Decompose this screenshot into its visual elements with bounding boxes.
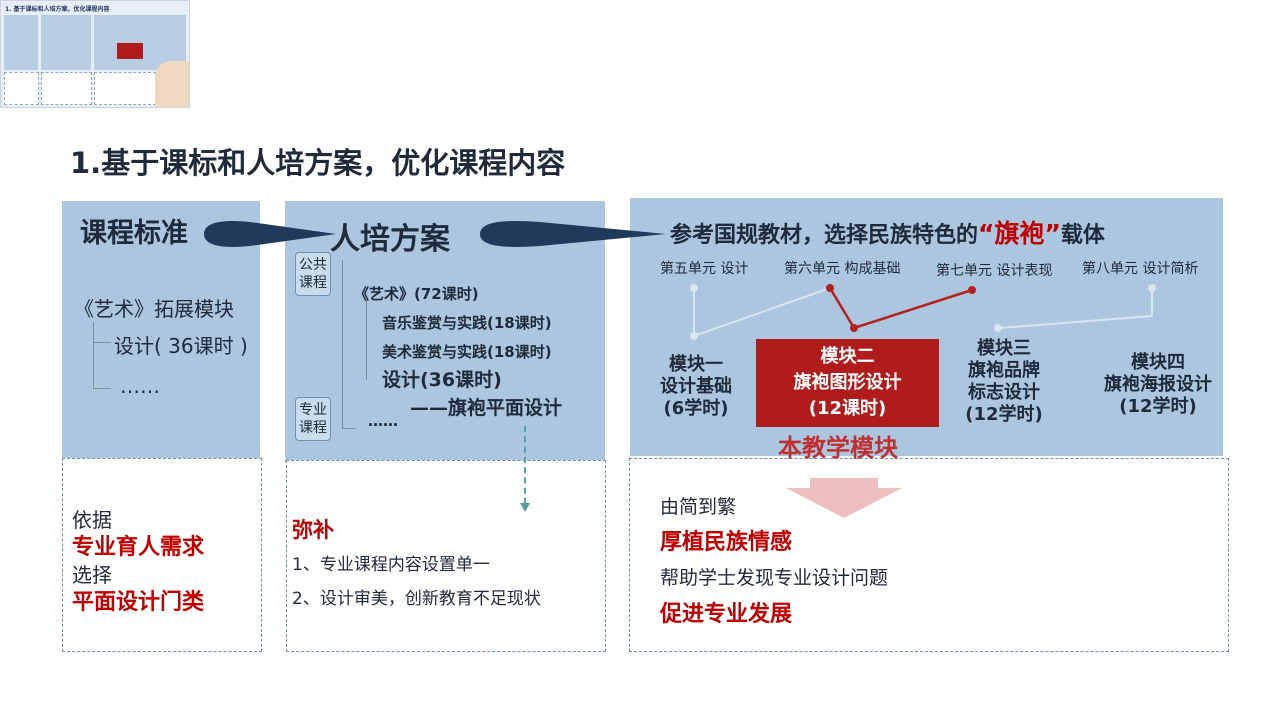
connector-arrow-line: [524, 426, 526, 504]
unit-dot: [690, 332, 698, 340]
unit-dot: [968, 286, 976, 294]
qipao-highlight: “旗袍”: [978, 219, 1061, 248]
fine-art-appreciation: 美术鉴赏与实践(18课时): [382, 343, 552, 361]
connector-wedge-2: [480, 221, 666, 247]
supplement-card: [286, 460, 606, 652]
page-title: 1.基于课标和人培方案，优化课程内容: [70, 146, 566, 180]
unit-dot: [994, 324, 1002, 332]
unit-label: 第八单元 设计简析: [1082, 261, 1199, 277]
module-2: 模块二旗袍图形设计(12课时): [793, 346, 902, 419]
simple-to-complex: 由简到繁: [660, 496, 737, 518]
basis-card: [62, 458, 262, 652]
supplement-item-1: 1、专业课程内容设置单一: [292, 555, 490, 575]
music-appreciation: 音乐鉴赏与实践(18课时): [382, 314, 552, 332]
outcome-card: [629, 458, 1229, 652]
thumb-card-3: [94, 72, 156, 105]
unit-label: 第五单元 设计: [660, 261, 749, 277]
discover-design-issues: 帮助学士发现专业设计问题: [660, 567, 889, 589]
module-1: 模块一设计基础(6学时): [660, 354, 732, 419]
art-extension-module: 《艺术》拓展模块: [74, 297, 234, 321]
art-72-hours: 《艺术》(72课时): [354, 285, 479, 303]
professional-needs: 专业育人需求: [72, 535, 205, 560]
public-course-tag: 公共课程: [295, 252, 331, 296]
thumb-highlight: [117, 43, 143, 59]
tree-line: [93, 322, 94, 388]
course-standard-title: 课程标准: [80, 218, 188, 249]
connector-arrow-head-icon: [520, 503, 530, 512]
this-teaching-module: 本教学模块: [778, 434, 898, 462]
thumb-card-1: [4, 72, 39, 105]
design-36-hours: 设计( 36课时 ): [114, 334, 248, 358]
qipao-graphic-design: ——旗袍平面设计: [410, 397, 563, 419]
thumb-panel-1: [4, 15, 38, 70]
thumb-panel-3: [94, 15, 186, 70]
unit-label: 第七单元 设计表现: [936, 263, 1053, 279]
tree-branch: [342, 428, 356, 429]
unit-label: 第六单元 构成基础: [784, 261, 901, 277]
down-arrow-icon: [786, 478, 902, 518]
module-4: 模块四旗袍海报设计(12学时): [1104, 352, 1212, 417]
tree-branch: [93, 388, 111, 389]
unit-dot: [690, 284, 698, 292]
graphic-design-category: 平面设计门类: [72, 590, 205, 615]
supplement-item-2: 2、设计审美，创新教育不足现状: [292, 589, 541, 609]
thumbnail-title: 1. 基于课标和人培方案，优化课程内容: [5, 6, 110, 13]
module-2-highlight-box: [756, 339, 939, 427]
talent-plan-title: 人培方案: [330, 222, 450, 257]
design-36-hours: 设计(36课时): [382, 369, 502, 391]
slide-thumbnail[interactable]: 1. 基于课标和人培方案，优化课程内容: [0, 0, 190, 108]
thumb-panel-2: [41, 15, 91, 70]
supplement-title: 弥补: [292, 518, 334, 542]
tree-line: [366, 300, 367, 380]
major-course-tag: 专业课程: [295, 397, 331, 441]
module-3: 模块三旗袍品牌标志设计(12学时): [965, 338, 1043, 425]
tree-line: [342, 260, 343, 428]
connector-wedge-1: [204, 221, 336, 247]
ellipsis: ……: [368, 412, 398, 430]
basis-label: 依据: [72, 508, 112, 532]
promote-professional-development: 促进专业发展: [660, 602, 793, 627]
thumb-card-2: [41, 72, 92, 105]
ellipsis: ……: [120, 374, 160, 398]
national-sentiment: 厚植民族情感: [660, 530, 793, 555]
unit-dot: [1148, 284, 1156, 292]
unit-dot: [850, 324, 858, 332]
unit-dot: [826, 284, 834, 292]
thumb-hand-image: [155, 61, 189, 107]
tree-branch: [93, 342, 111, 343]
textbook-panel-title: 参考国规教材，选择民族特色的“旗袍”载体: [670, 219, 1105, 248]
choose-label: 选择: [72, 563, 112, 587]
